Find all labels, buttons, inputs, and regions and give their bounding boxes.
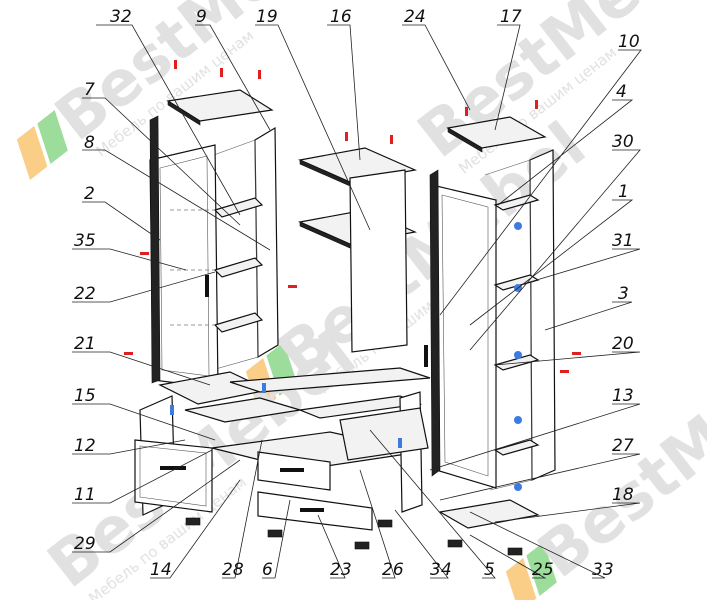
label-5: 5 xyxy=(484,560,495,580)
label-22: 22 xyxy=(74,284,96,304)
callout-labels: 32 9 19 16 24 17 10 4 7 8 2 35 22 30 1 3… xyxy=(74,7,640,580)
label-27: 27 xyxy=(612,436,634,456)
drawer-handle-icon xyxy=(160,466,186,470)
middle-section xyxy=(229,147,431,393)
foot-icon xyxy=(185,517,201,526)
label-11: 11 xyxy=(74,485,96,505)
label-18: 18 xyxy=(612,485,634,505)
foot-icon xyxy=(447,539,463,548)
label-13: 13 xyxy=(612,386,634,406)
label-31: 31 xyxy=(612,231,634,251)
label-15: 15 xyxy=(74,386,96,406)
part-glass-door-right xyxy=(431,184,497,489)
tv-unit xyxy=(134,391,523,556)
label-35: 35 xyxy=(74,231,96,251)
label-30: 30 xyxy=(612,132,634,152)
hardware-marks xyxy=(124,60,581,491)
label-24: 24 xyxy=(404,7,426,27)
part-drawer-front-left xyxy=(134,439,213,513)
label-2: 2 xyxy=(84,184,95,204)
label-25: 25 xyxy=(532,560,554,580)
label-3: 3 xyxy=(618,284,629,304)
label-28: 28 xyxy=(222,560,244,580)
foot-icon xyxy=(377,519,393,528)
label-4: 4 xyxy=(616,82,627,102)
label-32: 32 xyxy=(110,7,132,27)
part-back-panel xyxy=(349,169,408,353)
label-21: 21 xyxy=(74,334,96,354)
label-26: 26 xyxy=(382,560,404,580)
label-1: 1 xyxy=(618,182,629,202)
left-cabinet xyxy=(149,89,279,405)
label-17: 17 xyxy=(500,7,522,27)
label-7: 7 xyxy=(84,80,95,100)
door-handle-icon xyxy=(205,275,209,297)
part-side-panel-left-cabinet xyxy=(254,126,279,359)
drawer-handle-icon xyxy=(300,508,324,512)
foot-icon xyxy=(267,529,283,538)
foot-icon xyxy=(354,541,370,550)
drawer-handle-icon xyxy=(280,468,304,472)
label-9: 9 xyxy=(196,7,207,27)
label-29: 29 xyxy=(74,534,96,554)
label-14: 14 xyxy=(150,560,172,580)
label-10: 10 xyxy=(618,32,640,52)
label-16: 16 xyxy=(330,7,352,27)
foot-icon xyxy=(507,547,523,556)
label-12: 12 xyxy=(74,436,96,456)
leader-lines xyxy=(72,24,642,579)
label-20: 20 xyxy=(612,334,634,354)
part-plinth-18 xyxy=(438,499,540,529)
label-19: 19 xyxy=(256,7,278,27)
label-34: 34 xyxy=(430,560,452,580)
label-23: 23 xyxy=(330,560,352,580)
right-cabinet xyxy=(424,116,556,529)
label-6: 6 xyxy=(262,560,273,580)
label-8: 8 xyxy=(84,133,95,153)
label-33: 33 xyxy=(592,560,614,580)
door-handle-icon xyxy=(424,345,428,367)
